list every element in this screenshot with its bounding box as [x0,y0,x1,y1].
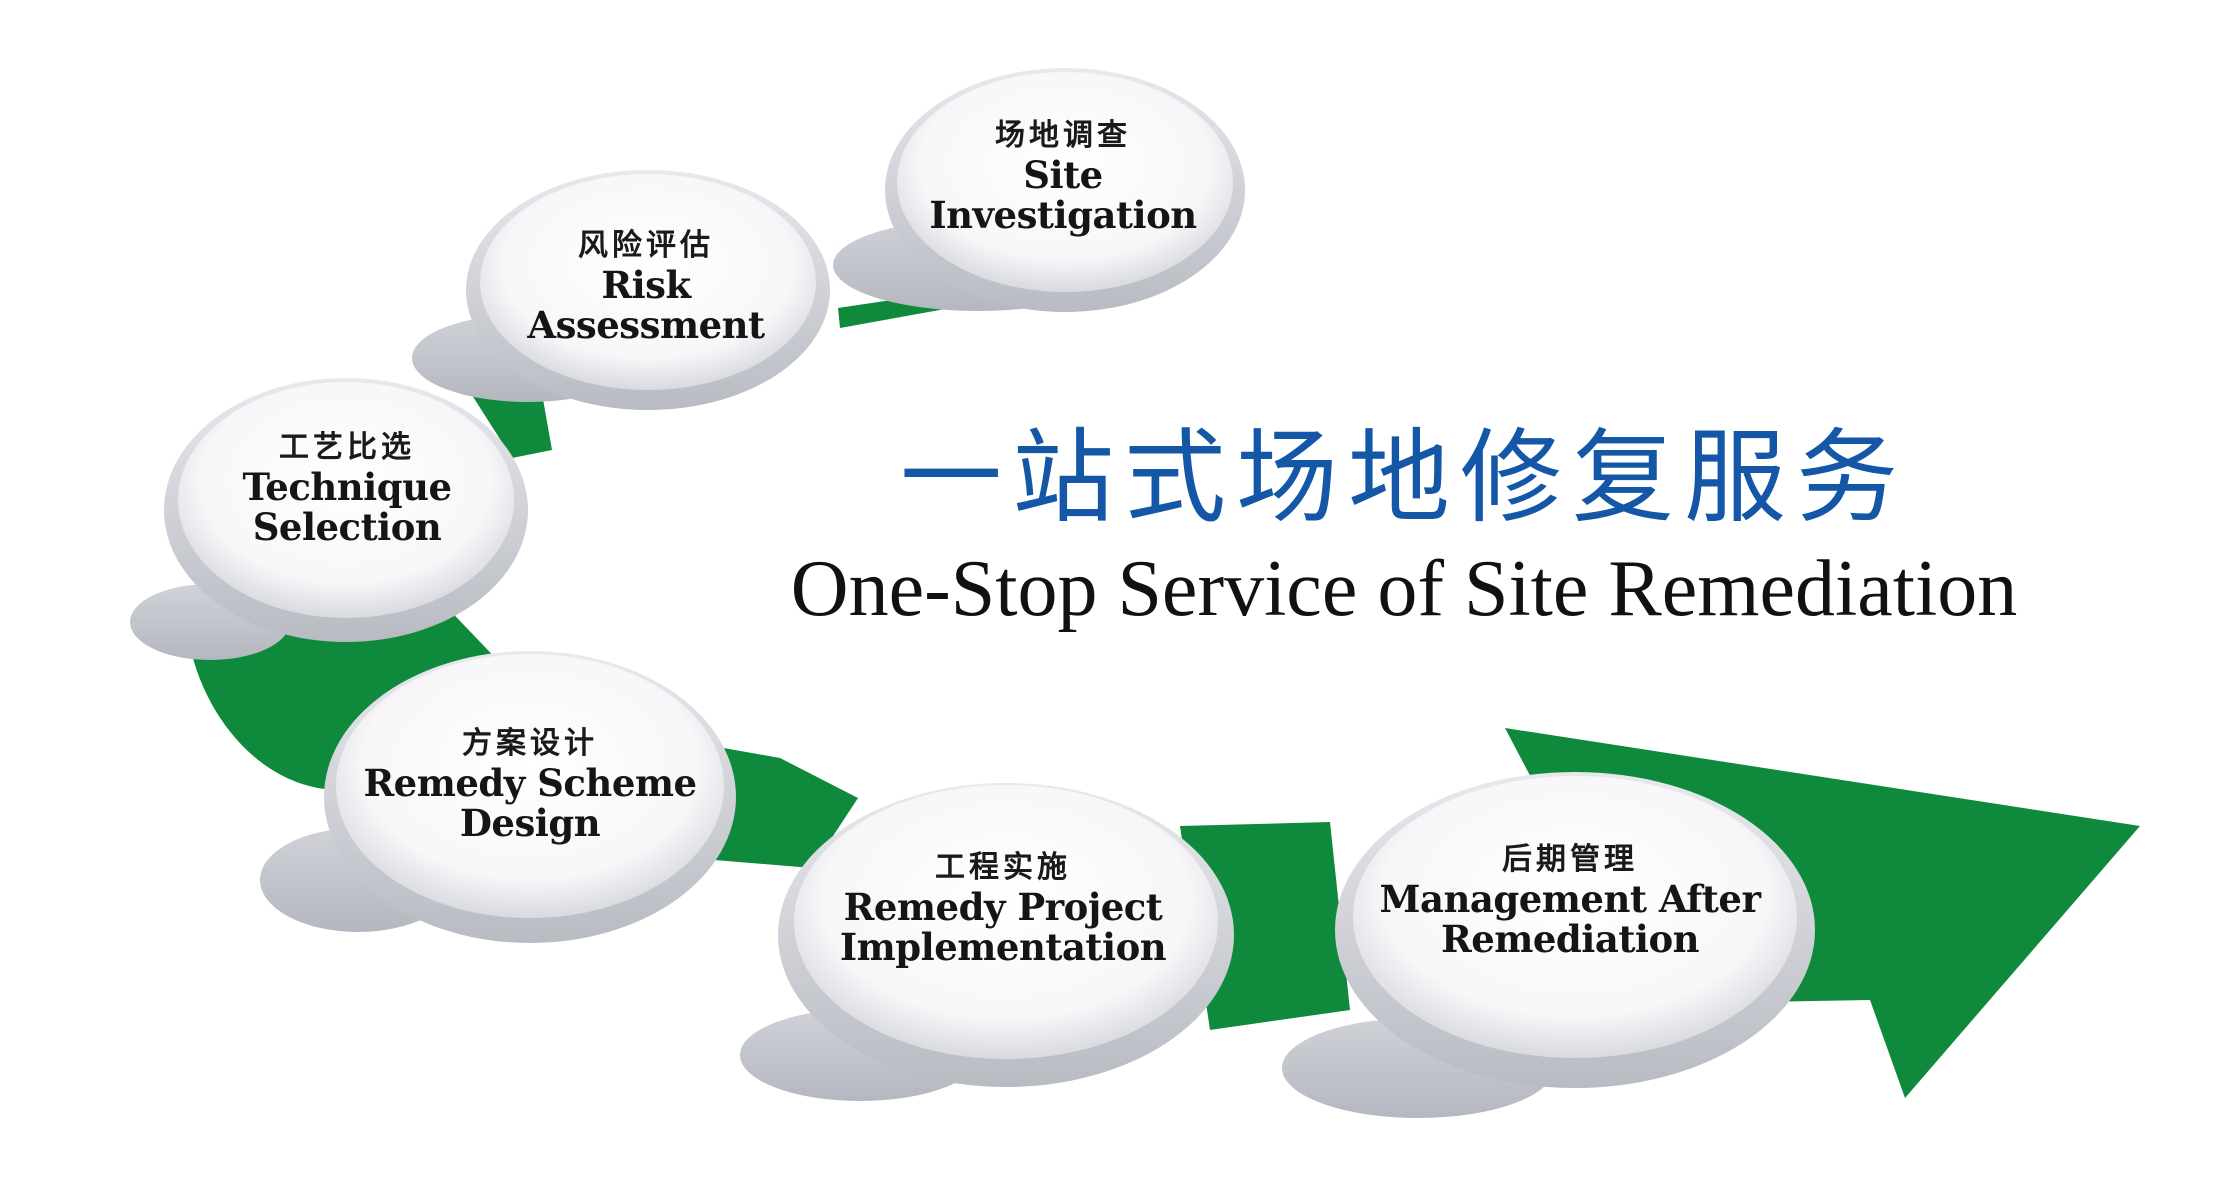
step-label-en-line: Assessment [527,303,765,348]
disc-face [1353,776,1797,1058]
step-label-zh: 工艺比选 [279,429,415,465]
step-label-zh: 工程实施 [935,849,1071,885]
step-label-en-line: Remediation [1440,917,1700,962]
step-label-en-line: Management After [1379,877,1761,922]
disc-face [178,382,514,618]
step-disc-technique-selection [130,378,528,660]
diagram-title: 一站式场地修复服务 One-Stop Service of Site Remed… [791,420,2017,637]
disc-face [480,174,816,390]
step-disc-management-after-remediation [1282,772,1815,1118]
step-label-risk-assessment: 风险评估 Risk Assessment [527,227,765,348]
title-chinese: 一站式场地修复服务 [900,419,1908,538]
step-label-en-line: Risk [601,263,691,308]
step-label-zh: 风险评估 [577,227,714,263]
step-label-en-line: Remedy Project [843,885,1163,930]
step-label-site-investigation: 场地调查 Site Investigation [929,117,1197,238]
step-label-remedy-project-implementation: 工程实施 Remedy Project Implementation [839,849,1167,970]
disc-face [336,654,724,918]
step-label-en-line: Implementation [839,925,1167,970]
disc-face [897,72,1233,292]
step-disc-risk-assessment [412,170,830,410]
step-label-technique-selection: 工艺比选 Technique Selection [242,429,452,550]
step-label-en-line: Selection [252,505,442,550]
step-label-en-line: Investigation [929,193,1197,238]
step-disc-remedy-scheme-design [260,651,736,943]
step-label-remedy-scheme-design: 方案设计 Remedy Scheme Design [363,725,697,846]
step-label-en-line: Remedy Scheme [363,761,697,806]
step-label-management-after-remediation: 后期管理 Management After Remediation [1379,841,1761,962]
step-label-en-line: Site [1023,153,1103,198]
step-label-zh: 方案设计 [462,725,598,761]
step-label-zh: 场地调查 [994,117,1131,153]
step-label-en-line: Technique [242,465,452,510]
step-discs [130,68,1815,1118]
step-label-en-line: Design [459,801,601,846]
step-label-zh: 后期管理 [1501,841,1638,877]
title-english: One-Stop Service of Site Remediation [790,545,2018,634]
disc-face [794,785,1218,1059]
step-disc-site-investigation [833,68,1245,312]
step-disc-remedy-project-implementation [740,783,1234,1101]
